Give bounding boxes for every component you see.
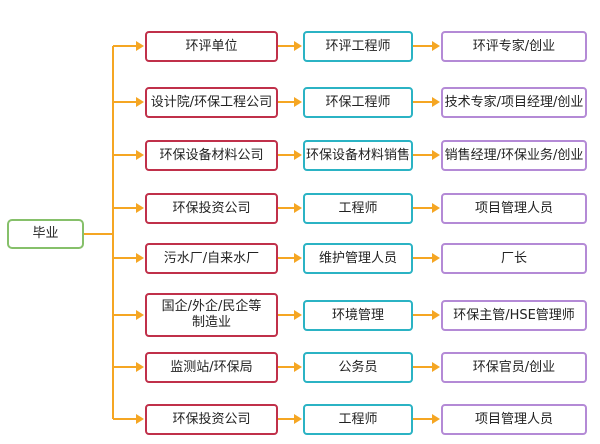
root-node-graduation: 毕业: [7, 219, 84, 249]
position-node-8: 工程师: [303, 404, 413, 435]
career-node-3: 销售经理/环保业务/创业: [441, 140, 587, 171]
arrow-position-career-6: [432, 310, 440, 320]
employer-node-4: 环保投资公司: [145, 193, 278, 224]
arrow-employer-position-1: [294, 41, 302, 51]
arrow-position-career-2: [432, 97, 440, 107]
career-node-7: 环保官员/创业: [441, 352, 587, 383]
arrow-position-career-3: [432, 150, 440, 160]
arrow-employer-position-8: [294, 414, 302, 424]
career-node-2: 技术专家/项目经理/创业: [441, 87, 587, 118]
arrow-employer-position-3: [294, 150, 302, 160]
employer-node-7: 监测站/环保局: [145, 352, 278, 383]
arrow-position-career-5: [432, 253, 440, 263]
employer-node-8: 环保投资公司: [145, 404, 278, 435]
arrow-employer-position-6: [294, 310, 302, 320]
arrow-position-career-8: [432, 414, 440, 424]
career-node-6: 环保主管/HSE管理师: [441, 300, 587, 331]
branch-arrow-2: [136, 97, 144, 107]
branch-arrow-6: [136, 310, 144, 320]
branch-arrow-4: [136, 203, 144, 213]
career-node-8: 项目管理人员: [441, 404, 587, 435]
position-node-3: 环保设备材料销售: [303, 140, 413, 171]
arrow-position-career-4: [432, 203, 440, 213]
arrow-employer-position-4: [294, 203, 302, 213]
branch-arrow-5: [136, 253, 144, 263]
position-node-7: 公务员: [303, 352, 413, 383]
career-node-1: 环评专家/创业: [441, 31, 587, 62]
position-node-4: 工程师: [303, 193, 413, 224]
arrow-employer-position-2: [294, 97, 302, 107]
position-node-6: 环境管理: [303, 300, 413, 331]
position-node-1: 环评工程师: [303, 31, 413, 62]
employer-node-1: 环评单位: [145, 31, 278, 62]
branch-arrow-8: [136, 414, 144, 424]
employer-node-5: 污水厂/自来水厂: [145, 243, 278, 274]
arrow-position-career-1: [432, 41, 440, 51]
branch-arrow-1: [136, 41, 144, 51]
position-node-2: 环保工程师: [303, 87, 413, 118]
employer-node-6: 国企/外企/民企等 制造业: [145, 293, 278, 337]
arrow-employer-position-7: [294, 362, 302, 372]
position-node-5: 维护管理人员: [303, 243, 413, 274]
career-node-5: 厂长: [441, 243, 587, 274]
branch-arrow-3: [136, 150, 144, 160]
branch-arrow-7: [136, 362, 144, 372]
arrow-employer-position-5: [294, 253, 302, 263]
arrow-position-career-7: [432, 362, 440, 372]
employer-node-2: 设计院/环保工程公司: [145, 87, 278, 118]
career-node-4: 项目管理人员: [441, 193, 587, 224]
employer-node-3: 环保设备材料公司: [145, 140, 278, 171]
